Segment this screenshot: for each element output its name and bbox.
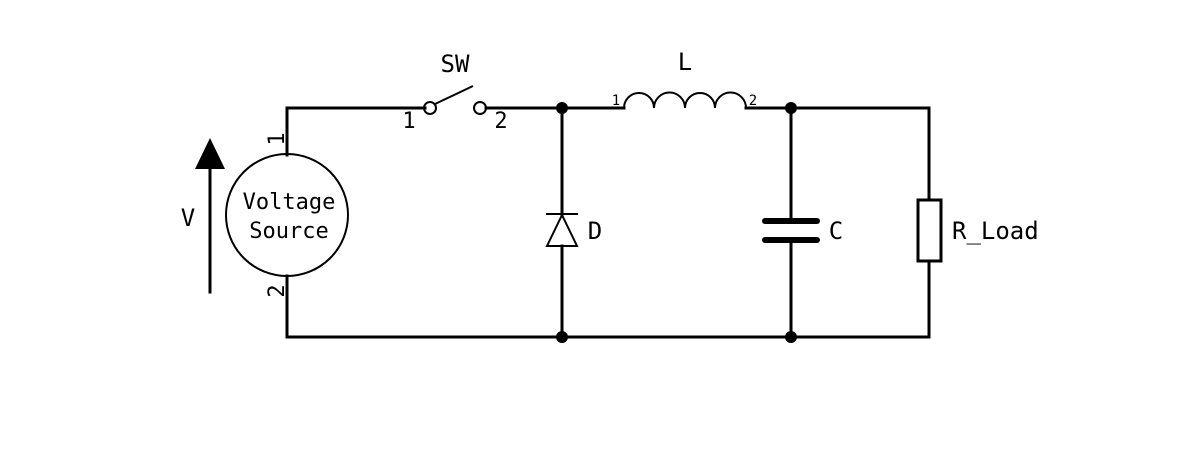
inductor-label: L bbox=[678, 48, 692, 76]
switch-label: SW bbox=[441, 50, 470, 78]
inductor-pin1: 1 bbox=[612, 93, 620, 109]
voltage-source-label-line1: Voltage bbox=[243, 190, 336, 215]
switch-blade bbox=[434, 85, 474, 105]
switch-contact-left bbox=[423, 101, 437, 115]
junction-capacitor-bottom bbox=[785, 331, 797, 343]
voltage-source-pin-top: 1 bbox=[265, 132, 290, 145]
capacitor-label: C bbox=[829, 217, 843, 245]
switch-contact-right bbox=[473, 101, 487, 115]
junction-node2-top bbox=[785, 102, 797, 114]
voltage-arrow-label: V bbox=[181, 204, 195, 232]
junctions bbox=[556, 102, 797, 343]
diode-label: D bbox=[588, 217, 602, 245]
resistor: R_Load bbox=[916, 198, 1039, 263]
junction-diode-bottom bbox=[556, 331, 568, 343]
voltage-source: Voltage Source 1 2 bbox=[225, 132, 349, 298]
voltage-arrow-head bbox=[195, 138, 225, 169]
wires bbox=[285, 106, 931, 339]
voltage-source-label-line2: Source bbox=[249, 219, 328, 244]
diode-triangle bbox=[545, 212, 579, 247]
inductor-pin2: 2 bbox=[749, 93, 757, 109]
voltage-arrow: V bbox=[181, 138, 225, 294]
junction-node1-top bbox=[556, 102, 568, 114]
resistor-body bbox=[916, 198, 943, 263]
diode: D bbox=[545, 212, 602, 247]
switch-pin2: 2 bbox=[494, 109, 507, 134]
capacitor: C bbox=[762, 217, 843, 245]
inductor: L 1 2 bbox=[612, 48, 757, 109]
resistor-label: R_Load bbox=[952, 217, 1039, 245]
voltage-source-pin-bottom: 2 bbox=[265, 284, 290, 297]
voltage-source-circle bbox=[225, 153, 349, 277]
switch: SW 1 2 bbox=[402, 50, 507, 134]
switch-pin1: 1 bbox=[402, 109, 415, 134]
inductor-coils bbox=[623, 91, 747, 109]
